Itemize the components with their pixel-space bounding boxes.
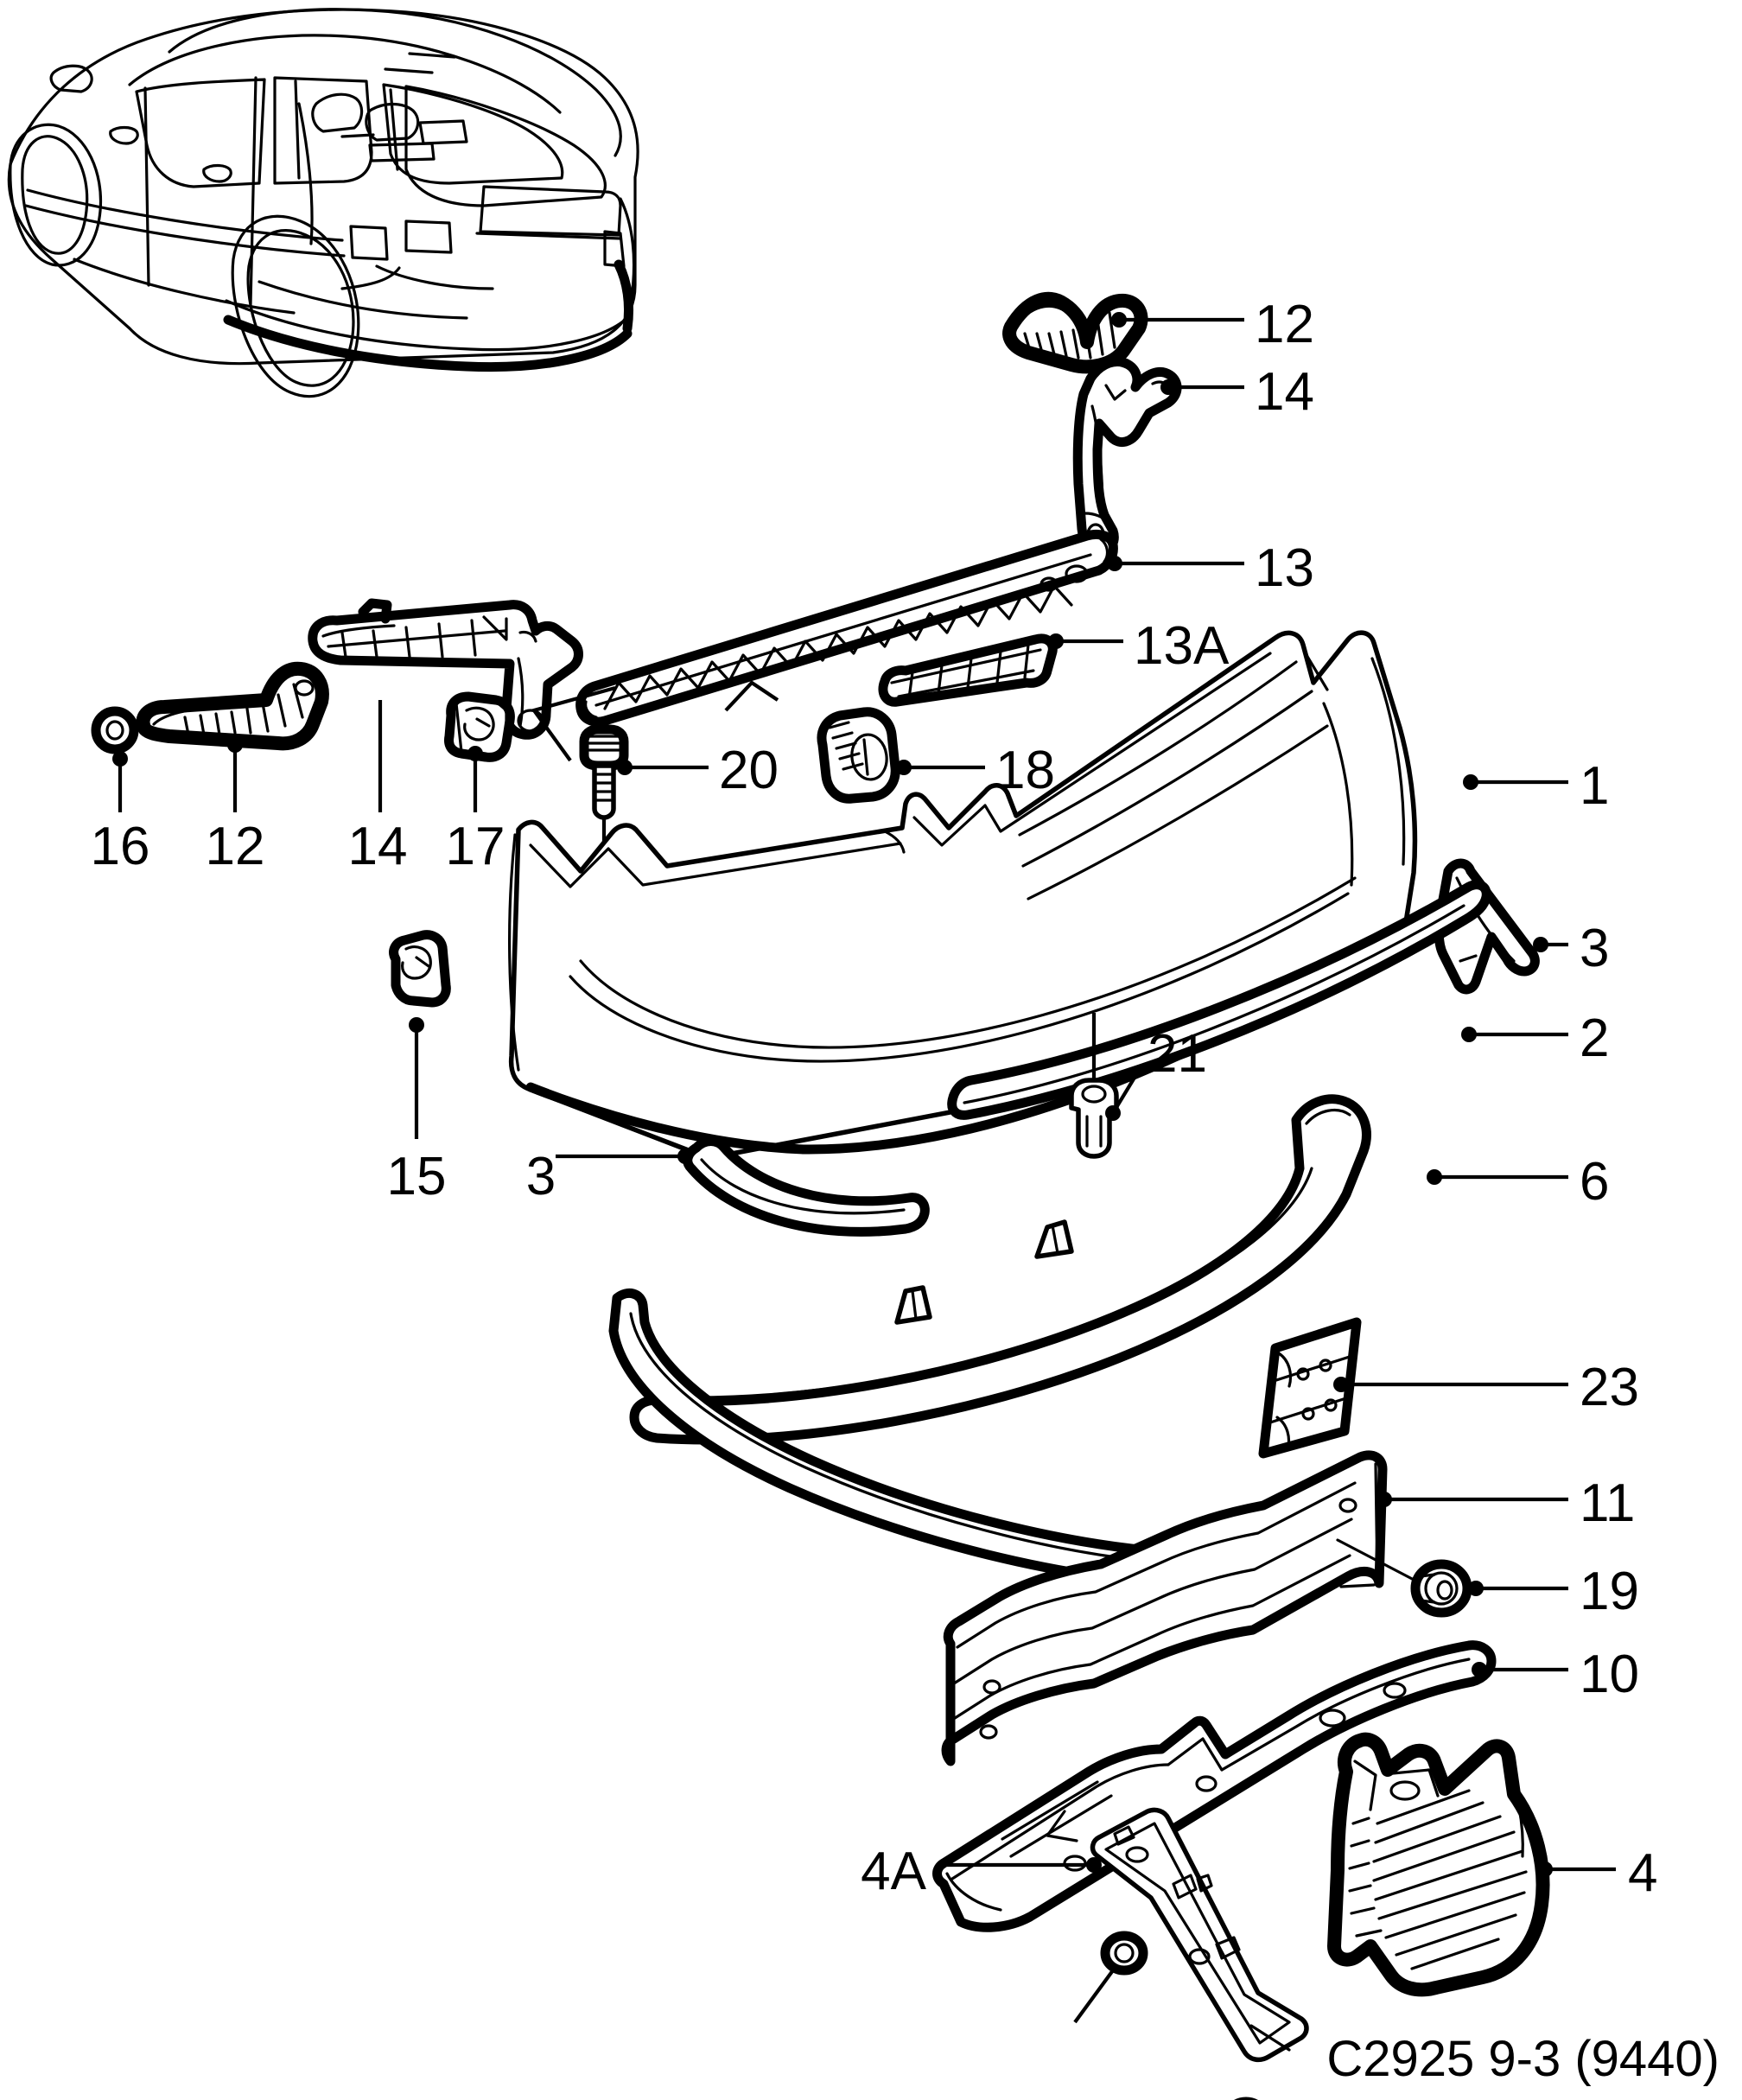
callout-6: 6 [1580, 1152, 1609, 1212]
callout-14-right: 14 [1255, 362, 1314, 422]
callout-20: 20 [719, 741, 779, 800]
part-4-splash-deflector [1327, 1732, 1550, 1997]
callout-21: 21 [1148, 1024, 1207, 1084]
callout-3-left: 3 [526, 1147, 556, 1206]
callout-23: 23 [1580, 1358, 1639, 1417]
callout-leaders [112, 312, 1616, 1877]
callout-15: 15 [387, 1147, 447, 1206]
callout-13: 13 [1255, 538, 1314, 598]
part-19-flange-nut [1336, 1538, 1472, 1618]
callout-12-right: 12 [1255, 295, 1314, 354]
callout-17: 17 [446, 817, 505, 876]
part-12-left-bracket [136, 661, 329, 751]
part-13-support-rail [575, 529, 1118, 727]
part-5A-washers [1073, 1931, 1258, 2100]
callout-19: 19 [1580, 1562, 1639, 1621]
part-16-nut [91, 705, 216, 754]
part-13A-rail-insert [878, 633, 1058, 707]
part-12-right-bracket [1002, 291, 1148, 374]
part-10-energy-absorber [932, 1640, 1497, 1932]
diagram-caption: C2925 9-3 (9440) [1326, 2031, 1720, 2087]
part-4A-mounting-rail [1090, 1807, 1309, 2063]
callout-2: 2 [1580, 1009, 1609, 1068]
part-23-reinforcement-plate [1258, 1317, 1362, 1459]
callout-labels: 12 14 13 13A 1 3 2 6 23 11 19 10 4 4A 5A… [91, 295, 1658, 2100]
callout-18: 18 [995, 741, 1055, 800]
callout-13A: 13A [1134, 616, 1230, 676]
part-11-impact-bar [941, 1450, 1388, 1766]
callout-4: 4 [1628, 1843, 1657, 1903]
part-2-main-moulding [947, 880, 1491, 1120]
vehicle-illustration [7, 8, 639, 398]
callout-1: 1 [1580, 756, 1609, 816]
callout-11: 11 [1580, 1473, 1635, 1533]
callout-5A: 5A [1008, 2094, 1073, 2100]
callout-3-right: 3 [1580, 919, 1609, 978]
callout-12-left: 12 [206, 817, 265, 876]
callout-4A: 4A [861, 1842, 926, 1901]
part-15-spring-clip [389, 930, 451, 1008]
part-3-left-moulding [683, 1136, 930, 1237]
part-18-bolt [724, 680, 900, 804]
callout-14-left: 14 [348, 817, 408, 876]
callout-10: 10 [1580, 1645, 1639, 1704]
callout-16: 16 [91, 817, 150, 876]
part-17-retaining-clip [444, 691, 515, 762]
part-21-push-pin-clip [1069, 1013, 1119, 1159]
